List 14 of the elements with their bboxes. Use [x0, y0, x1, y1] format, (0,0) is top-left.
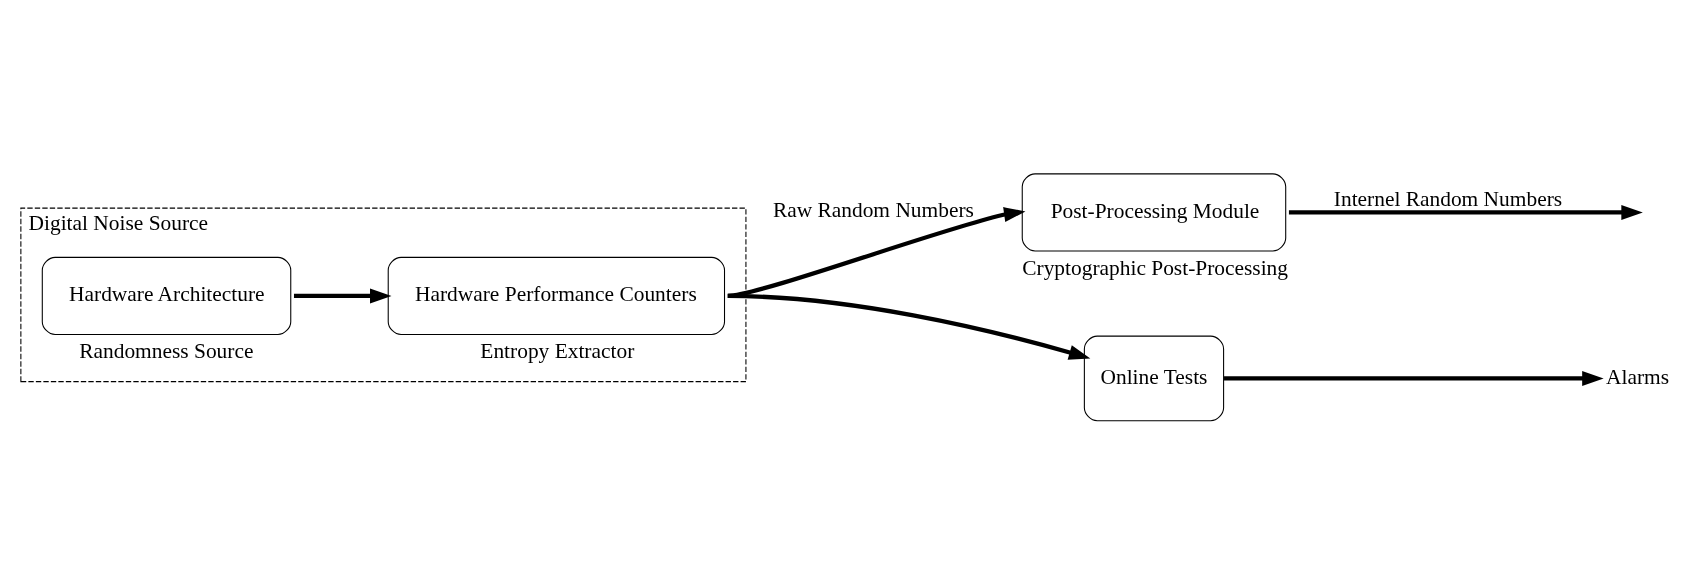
- node-box: Hardware Performance Counters: [387, 256, 726, 335]
- node-box: Post-Processing Module: [1021, 172, 1287, 251]
- arrow: [1224, 370, 1604, 386]
- edge-label: Internel Random Numbers: [1333, 186, 1563, 211]
- node-label: Cryptographic Post-Processing: [1022, 255, 1289, 280]
- node-label: Randomness Source: [79, 338, 254, 363]
- arrow: [1288, 204, 1643, 220]
- arrow: [293, 287, 392, 303]
- edge-label: Raw Random Numbers: [772, 197, 974, 222]
- node-label: Entropy Extractor: [480, 338, 635, 363]
- node-text: Alarms: [1606, 364, 1670, 389]
- node-box: Hardware Architecture: [41, 256, 292, 335]
- node-box: Online Tests: [1083, 335, 1225, 421]
- arrow: [727, 293, 1091, 360]
